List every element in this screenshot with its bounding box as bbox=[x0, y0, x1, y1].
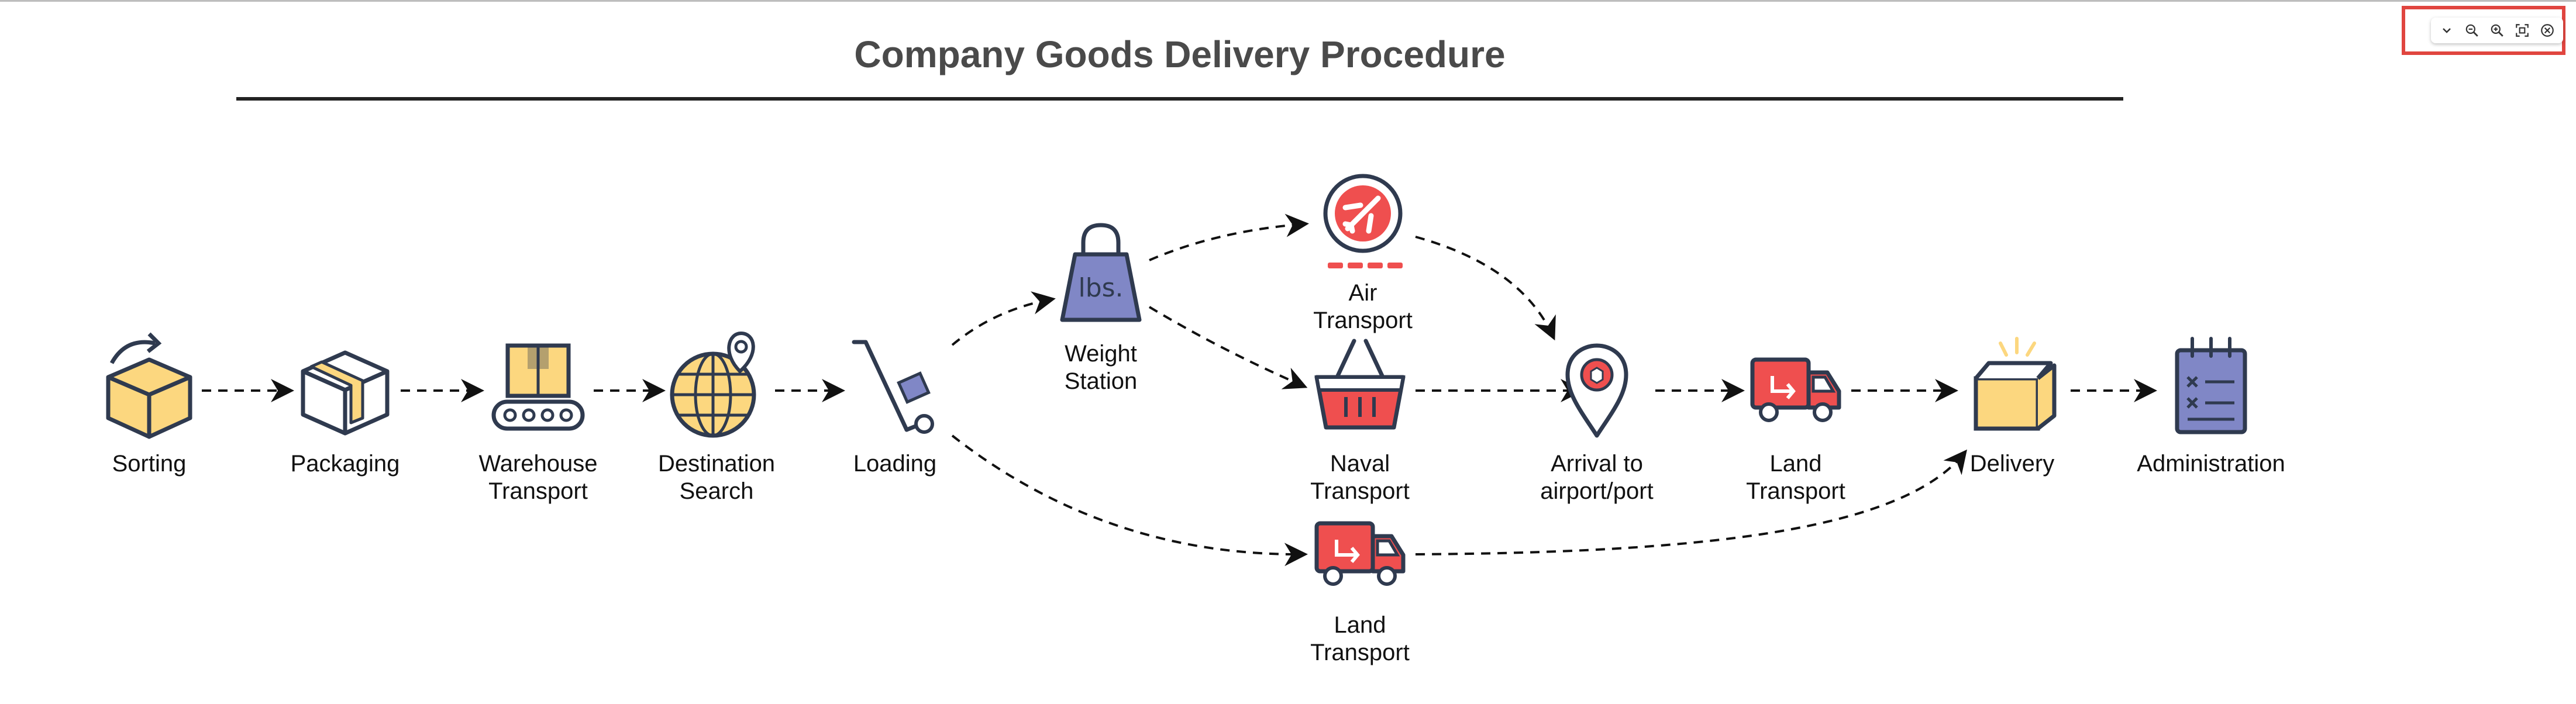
label-line: Destination bbox=[657, 451, 776, 477]
zoom-out-button[interactable] bbox=[2461, 20, 2482, 41]
airplane-icon bbox=[1323, 174, 1403, 268]
edge-air-to-arrival bbox=[1415, 236, 1556, 341]
label-line: Land bbox=[1334, 612, 1386, 638]
truck-icon bbox=[1750, 357, 1841, 422]
label-line: Air bbox=[1348, 280, 1377, 306]
label-line: Transport bbox=[1313, 308, 1413, 333]
label-line: Transport bbox=[488, 478, 588, 504]
label-line: Packaging bbox=[290, 451, 400, 477]
collapse-button[interactable] bbox=[2436, 20, 2457, 41]
nodes-layer: lbs. bbox=[106, 174, 2247, 586]
node-destination bbox=[670, 331, 756, 438]
edge-loading-to-land_lower bbox=[951, 434, 1308, 567]
label-line: Search bbox=[679, 478, 754, 504]
chevron-down-icon bbox=[2443, 28, 2451, 33]
edge-land_lower-to-delivery bbox=[1415, 449, 1968, 555]
page-title: Company Goods Delivery Procedure bbox=[854, 33, 1506, 75]
label-line: Delivery bbox=[1969, 451, 2055, 477]
node-warehouse bbox=[491, 343, 585, 431]
label-line: Loading bbox=[853, 451, 937, 477]
label-sorting: Sorting bbox=[112, 450, 187, 478]
label-line: Warehouse bbox=[478, 451, 598, 477]
toolbar-controls bbox=[2431, 18, 2563, 43]
edge-loading-to-weight bbox=[951, 291, 1056, 346]
label-line: Naval bbox=[1330, 451, 1390, 477]
fit-screen-button[interactable] bbox=[2512, 20, 2533, 41]
label-packaging: Packaging bbox=[291, 450, 400, 478]
title-underline bbox=[236, 97, 2123, 101]
label-administration: Administration bbox=[2137, 450, 2285, 478]
label-line: Transport bbox=[1310, 640, 1410, 665]
node-administration bbox=[2175, 337, 2247, 434]
edges-layer bbox=[202, 213, 2157, 567]
node-loading bbox=[852, 340, 934, 434]
label-line: Transport bbox=[1746, 478, 1845, 504]
package-icon bbox=[301, 350, 390, 436]
node-weight: lbs. bbox=[1060, 223, 1142, 322]
edge-weight-to-naval bbox=[1148, 306, 1308, 389]
close-icon bbox=[2540, 24, 2554, 37]
node-sorting bbox=[106, 332, 192, 439]
node-arrival bbox=[1565, 343, 1628, 438]
clipboard-icon bbox=[2175, 337, 2247, 434]
label-line: Administration bbox=[2137, 451, 2285, 477]
label-delivery: Delivery bbox=[1970, 450, 2054, 478]
zoom-in-button[interactable] bbox=[2487, 20, 2508, 41]
node-naval bbox=[1314, 339, 1406, 430]
weight-icon: lbs. bbox=[1060, 223, 1142, 322]
label-line: Weight bbox=[1065, 341, 1137, 367]
viewer-toolbar bbox=[2402, 6, 2565, 55]
location-pin-icon bbox=[1565, 343, 1628, 438]
zoom-out-icon bbox=[2465, 24, 2478, 37]
conveyor-icon bbox=[491, 343, 585, 431]
node-air bbox=[1323, 174, 1403, 268]
label-line: airport/port bbox=[1540, 478, 1654, 504]
label-loading: Loading bbox=[853, 450, 936, 478]
node-land-lower bbox=[1314, 521, 1406, 586]
open-box-icon bbox=[1974, 337, 2057, 431]
label-line: Land bbox=[1769, 451, 1822, 477]
globe-pin-icon bbox=[670, 331, 756, 438]
hand-truck-icon bbox=[852, 340, 934, 434]
top-border bbox=[0, 0, 2576, 2]
fit-screen-icon bbox=[2515, 24, 2529, 37]
box-rotate-icon bbox=[106, 332, 192, 439]
basket-icon bbox=[1314, 339, 1406, 430]
node-delivery bbox=[1974, 337, 2057, 431]
edge-weight-to-air bbox=[1149, 213, 1309, 261]
label-line: Station bbox=[1064, 368, 1138, 394]
node-packaging bbox=[301, 350, 390, 436]
label-line: Transport bbox=[1310, 478, 1410, 504]
node-land bbox=[1750, 357, 1841, 422]
weight-icon-text: lbs. bbox=[1078, 273, 1123, 303]
truck-icon bbox=[1314, 521, 1406, 586]
zoom-in-icon bbox=[2491, 24, 2503, 37]
label-line: Arrival to bbox=[1551, 451, 1643, 477]
label-line: Sorting bbox=[112, 451, 187, 477]
close-button[interactable] bbox=[2537, 20, 2558, 41]
